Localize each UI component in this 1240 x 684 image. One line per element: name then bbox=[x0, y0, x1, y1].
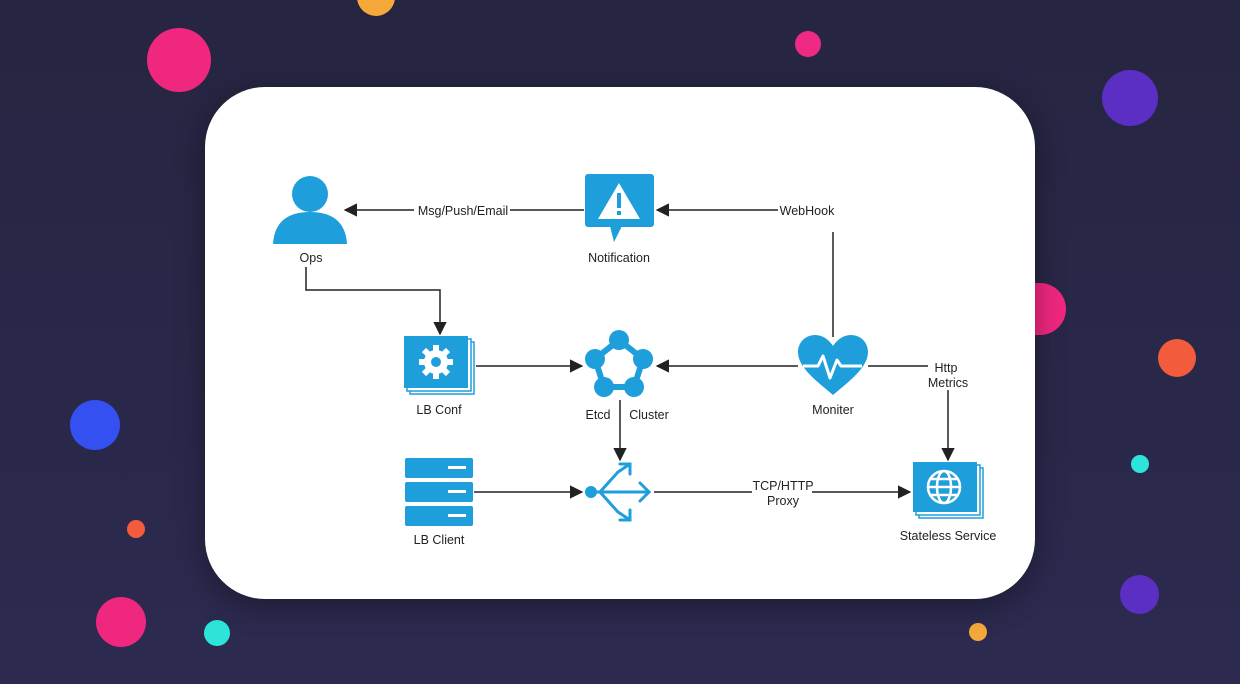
notification-label: Notification bbox=[588, 251, 650, 265]
lb-conf-label: LB Conf bbox=[416, 403, 462, 417]
lb-client-label: LB Client bbox=[414, 533, 465, 547]
server-stack-icon bbox=[405, 458, 473, 526]
ops-label: Ops bbox=[300, 251, 323, 265]
decor-dot bbox=[969, 623, 987, 641]
msg-push-email-label: Msg/Push/Email bbox=[418, 204, 508, 218]
metrics-label: Metrics bbox=[928, 376, 968, 390]
decor-dot bbox=[1102, 70, 1158, 126]
decor-dot bbox=[1158, 339, 1196, 377]
decor-dot bbox=[1131, 455, 1149, 473]
proxy-label: Proxy bbox=[767, 494, 800, 508]
heartbeat-icon bbox=[798, 335, 868, 395]
warning-bubble-icon bbox=[585, 174, 654, 242]
decor-dot bbox=[1120, 575, 1159, 614]
gear-stack-icon bbox=[404, 336, 475, 395]
tcp-http-label: TCP/HTTP bbox=[752, 479, 813, 493]
cluster-label: Cluster bbox=[629, 408, 669, 422]
http-label: Http bbox=[935, 361, 958, 375]
globe-stack-icon bbox=[913, 462, 984, 519]
decor-dot bbox=[127, 520, 145, 538]
decor-dot bbox=[147, 28, 211, 92]
user-icon bbox=[273, 176, 347, 244]
decor-dot bbox=[70, 400, 120, 450]
decor-dot bbox=[795, 31, 821, 57]
load-balancer-icon bbox=[585, 462, 652, 522]
webhook-label: WebHook bbox=[780, 204, 835, 218]
cluster-network-icon bbox=[585, 330, 653, 397]
decor-dot bbox=[204, 620, 230, 646]
moniter-label: Moniter bbox=[812, 403, 854, 417]
edge-ops-to-lbconf bbox=[305, 267, 447, 336]
stateless-service-label: Stateless Service bbox=[900, 529, 997, 543]
etcd-label: Etcd bbox=[585, 408, 610, 422]
decor-dot bbox=[96, 597, 146, 647]
decor-dot bbox=[357, 0, 395, 16]
